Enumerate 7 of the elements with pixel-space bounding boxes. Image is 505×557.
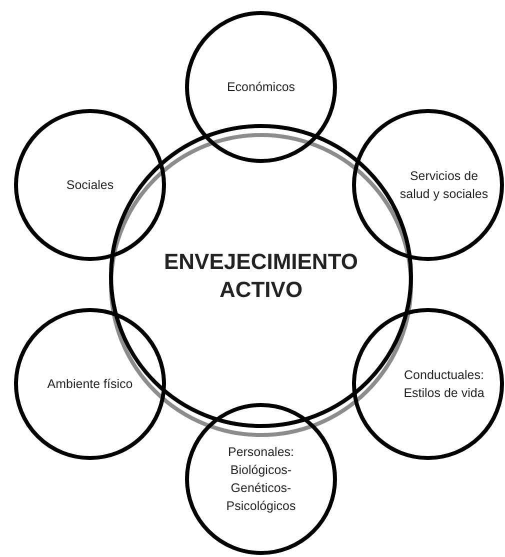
node-label: Económicos [226, 79, 296, 96]
node-label: ENVEJECIMIENTO ACTIVO [163, 248, 359, 304]
node-label: Sociales [66, 177, 114, 194]
node-label: Ambiente físico [47, 376, 133, 393]
node-label: Personales: Biológicos- Genéticos- Psicológicos [225, 444, 297, 515]
node-label: Servicios de salud y sociales [398, 168, 490, 203]
node-label: Conductuales: Estilos de vida [402, 367, 486, 402]
